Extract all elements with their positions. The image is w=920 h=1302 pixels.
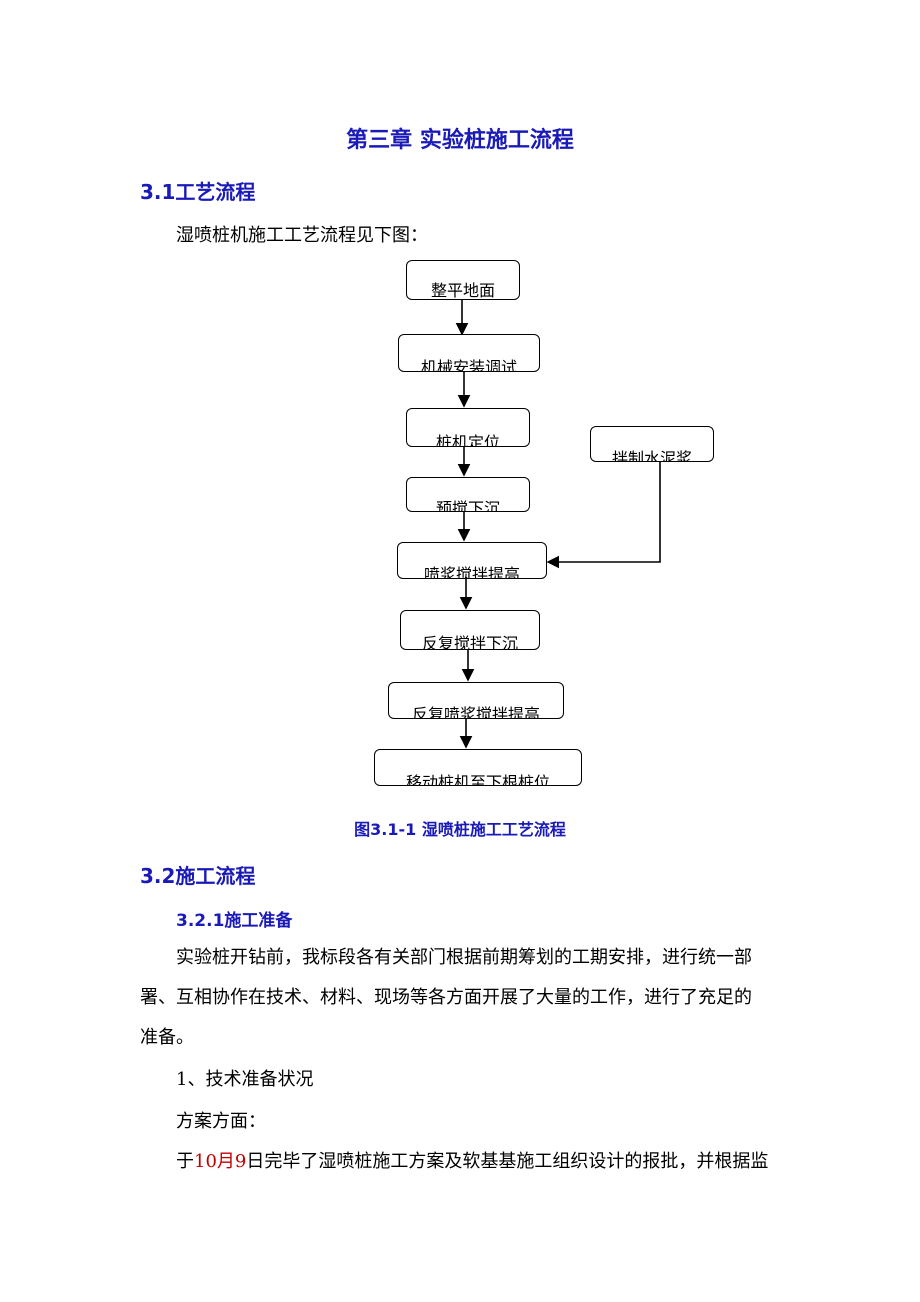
- figure-caption: 图3.1-1 湿喷桩施工工艺流程: [354, 820, 566, 839]
- paragraph-2-rest: 日完毕了湿喷桩施工方案及软基基施工组织设计的报批，并根据监: [246, 1151, 769, 1172]
- chapter-title: 第三章 实验桩施工流程: [346, 128, 574, 153]
- list-item-1: 1、技术准备状况: [176, 1069, 314, 1090]
- flow-step-2: 机械安装调试: [398, 334, 540, 372]
- flow-step-1: 整平地面: [406, 260, 520, 300]
- flow-side-step: 拌制水泥浆: [590, 426, 714, 462]
- flow-step-7: 反复喷浆搅拌提高: [388, 682, 564, 719]
- paragraph-2-date: 10月9: [194, 1151, 247, 1172]
- section-heading-3-1: 3.1工艺流程: [140, 180, 256, 204]
- flow-step-3: 桩机定位: [406, 408, 530, 447]
- flow-intro-text: 湿喷桩机施工工艺流程见下图：: [176, 225, 428, 246]
- paragraph-1-line-3: 准备。: [140, 1027, 194, 1048]
- subsection-heading-3-2-1: 3.2.1施工准备: [176, 911, 293, 931]
- paragraph-1-line-1: 实验桩开钻前，我标段各有关部门根据前期筹划的工期安排，进行统一部: [176, 947, 752, 968]
- flow-step-4: 预搅下沉: [406, 477, 530, 512]
- paragraph-2-prefix: 于: [176, 1151, 194, 1172]
- flow-step-5: 喷浆搅拌提高: [397, 542, 547, 579]
- side-arrow: [546, 462, 661, 569]
- list-item-1-sub: 方案方面：: [176, 1111, 266, 1132]
- paragraph-1-line-2: 署、互相协作在技术、材料、现场等各方面开展了大量的工作，进行了充足的: [140, 987, 752, 1008]
- flowchart-arrows: [455, 300, 661, 749]
- flow-step-6: 反复搅拌下沉: [400, 610, 540, 650]
- paragraph-2: 于10月9日完毕了湿喷桩施工方案及软基基施工组织设计的报批，并根据监: [176, 1144, 768, 1180]
- flow-step-8: 移动桩机至下根桩位: [374, 749, 582, 786]
- section-heading-3-2: 3.2施工流程: [140, 864, 256, 888]
